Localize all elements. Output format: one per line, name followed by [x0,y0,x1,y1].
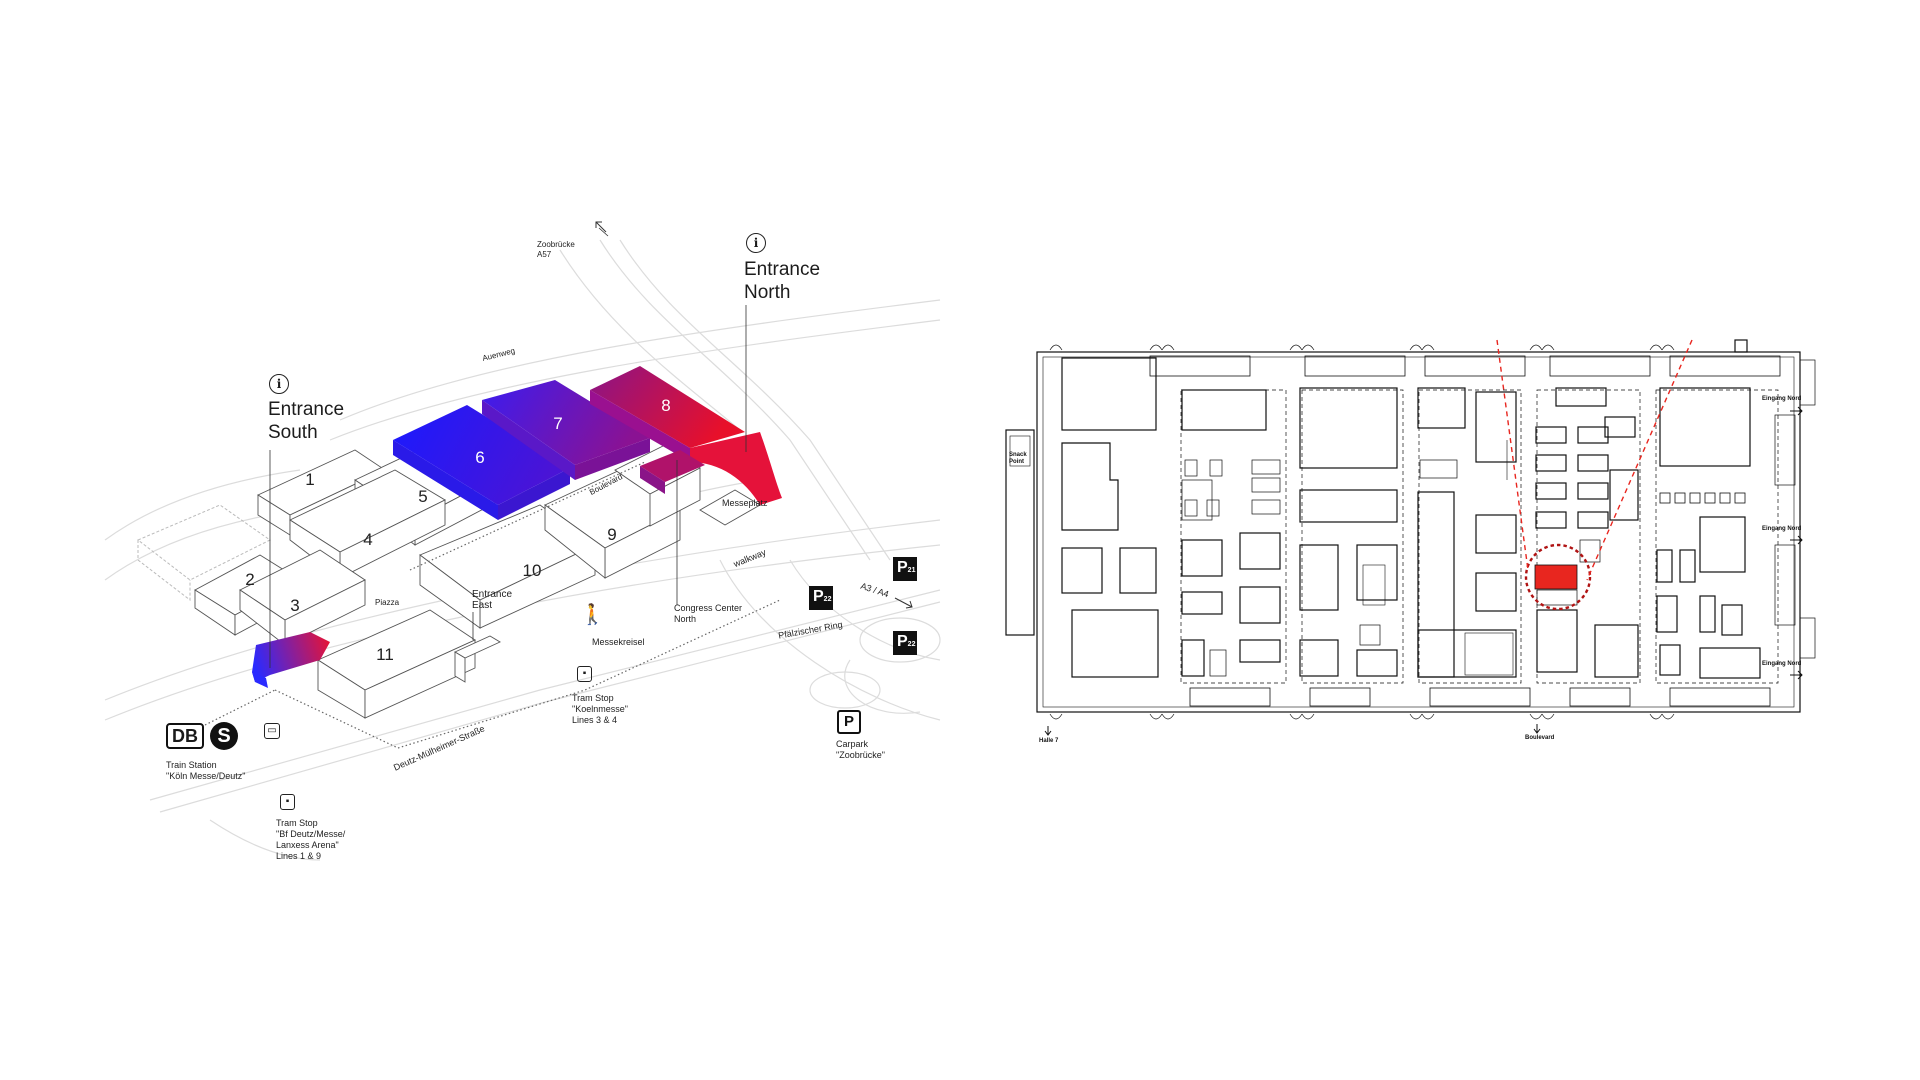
hall-2-label: 2 [245,570,255,589]
hall-8-label: 8 [661,396,671,415]
entrance-south-label: Entrance South [268,399,345,443]
hall-3-label: 3 [290,596,300,615]
road-network [104,239,941,861]
pedestrian-icon: 🚶 [580,604,605,626]
hall-9-label: 9 [607,525,617,544]
zoobruecke-arrow [595,221,607,233]
carpark-label: Carpark "Zoobrücke" [836,739,885,760]
eingang-arrows [1044,406,1803,736]
snack-point-label: Snack Point [1009,452,1027,465]
halle-7-label: Halle 7 [1039,738,1059,744]
hall-1-label: 1 [305,470,315,489]
highlight-lines [1496,339,1693,581]
zoobruecke-label: Zoobrücke A57 [537,240,575,259]
hall-5-label: 5 [418,487,428,506]
tram-icon-deutz: ▪ [280,794,295,810]
entrance-east-label: Entrance East [472,589,513,611]
bus-icon: ▭ [264,723,280,739]
tram-koelnmesse-label: Tram Stop "Koelnmesse" Lines 3 & 4 [572,693,628,725]
boulevard-plan-label: Boulevard [1525,735,1555,741]
parking-p21-icon: P21 [893,557,917,581]
entrance-north-label: Entrance North [744,259,821,303]
parking-p-lower-icon: P22 [893,631,917,655]
hall-11-label: 11 [376,645,394,664]
hall-4-label: 4 [363,530,373,549]
hall-6-label: 6 [475,448,485,467]
highlighted-halls [252,366,782,688]
eingang-nord-2-label: Eingang Nord [1762,526,1802,532]
congress-center-label: Congress Center North [674,603,743,624]
train-station-label: Train Station "Köln Messe/Deutz" [166,760,246,781]
s-bahn-logo: S [210,722,238,750]
carpark-icon: P [837,710,861,734]
info-icon-south: i [269,374,289,394]
a3-arrow [894,597,913,609]
db-logo: DB [166,723,204,749]
hall-7-label: 7 [553,414,563,433]
tram-deutz-label: Tram Stop "Bf Deutz/Messe/ Lanxess Arena… [276,818,346,861]
highlight-circle [1524,543,1592,611]
parking-p22-icon: P22 [809,586,833,610]
eingang-nord-3-label: Eingang Nord [1762,661,1802,667]
leader-lines [269,227,747,668]
eingang-nord-1-label: Eingang Nord [1762,396,1802,402]
tram-icon-koelnmesse: ▪ [577,666,592,682]
hall-10-label: 10 [522,561,542,580]
piazza-label: Piazza [375,598,400,607]
highlighted-stand [1534,564,1578,590]
messekreisel-label: Messekreisel [592,637,645,647]
info-icon-north: i [746,233,766,253]
messeplatz-label: Messeplatz [722,498,768,508]
dotted-routes [204,461,781,749]
